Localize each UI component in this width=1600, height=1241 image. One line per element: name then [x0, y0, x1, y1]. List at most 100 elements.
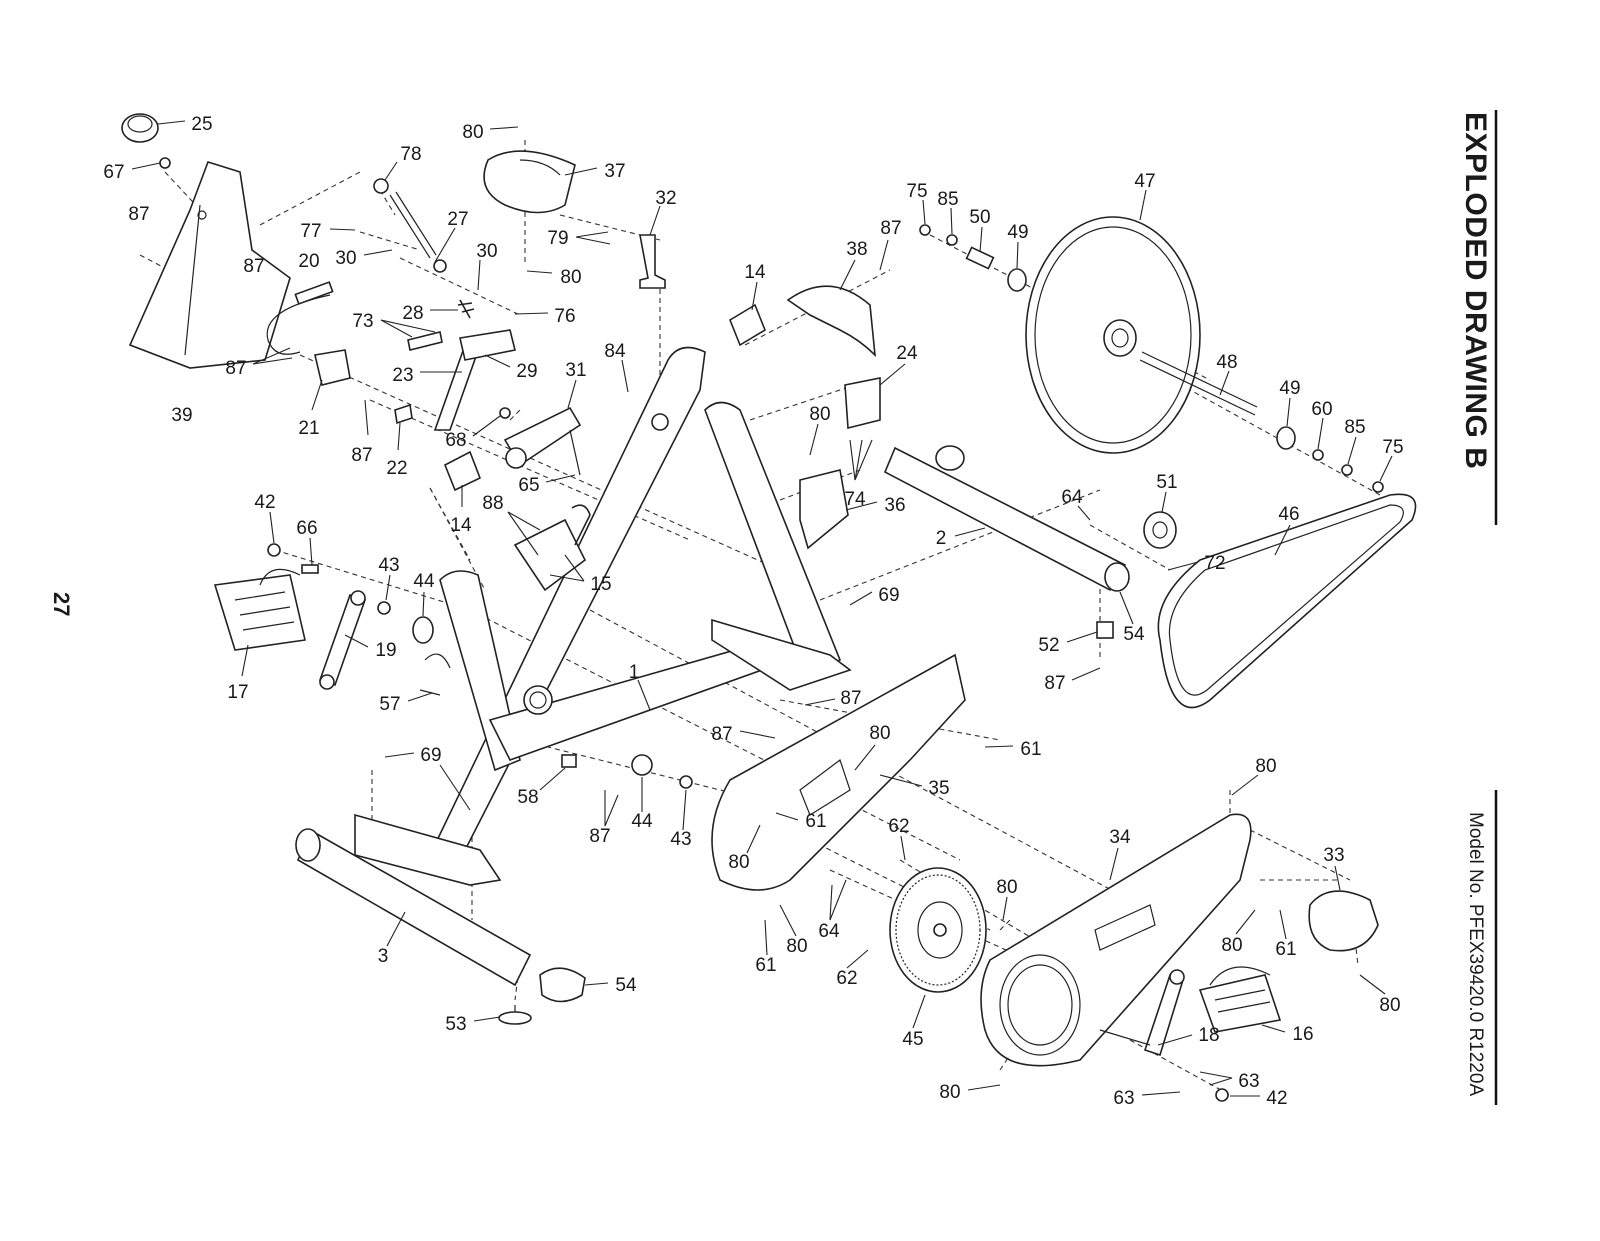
- callout-c87a: 87: [128, 204, 149, 225]
- callout-c63b: 63: [1113, 1088, 1134, 1109]
- callout-c64a: 64: [1061, 487, 1083, 508]
- callout-c54b: 54: [615, 975, 637, 996]
- page-number: 27: [49, 592, 74, 616]
- callout-c64b: 64: [818, 921, 840, 942]
- part-60-washer: [1312, 449, 1324, 461]
- callout-c30a: 30: [335, 248, 356, 269]
- part-16-right-pedal: [1198, 966, 1282, 1033]
- callout-c45: 45: [902, 1029, 923, 1050]
- callout-c72: 72: [1204, 553, 1225, 574]
- callout-c78: 78: [400, 144, 421, 165]
- callout-c87h: 87: [711, 724, 732, 745]
- callout-c48: 48: [1216, 352, 1237, 373]
- callout-c87e: 87: [880, 218, 901, 239]
- callout-c69a: 69: [878, 585, 899, 606]
- callout-c65: 65: [518, 475, 539, 496]
- part-29-brake-pad: [459, 329, 516, 361]
- part-36-cover: [799, 469, 849, 550]
- callout-c3: 3: [378, 946, 389, 967]
- part-44-right-bearing: [631, 754, 653, 776]
- callout-c62a: 62: [888, 816, 909, 837]
- callout-c31: 31: [565, 360, 586, 381]
- callout-c61c: 61: [755, 955, 776, 976]
- callout-c80h: 80: [786, 936, 807, 957]
- callout-c22: 22: [386, 458, 407, 479]
- leader-lines: [131, 120, 1393, 1097]
- callout-c43b: 43: [670, 829, 691, 850]
- drawing-title: EXPLODED DRAWING B: [1459, 112, 1492, 469]
- part-25-knob: [121, 113, 159, 143]
- callout-c77: 77: [300, 221, 321, 242]
- part-14-adjust-knob-lower: [443, 450, 482, 492]
- callout-c87d: 87: [351, 445, 372, 466]
- part-19-left-crank: [318, 593, 367, 687]
- part-43-right-ring: [679, 775, 693, 789]
- callout-c68: 68: [445, 430, 466, 451]
- callout-c42a: 42: [254, 492, 275, 513]
- callout-c28: 28: [402, 303, 423, 324]
- callout-c80f: 80: [1255, 756, 1276, 777]
- part-24-bracket: [844, 377, 881, 430]
- part-17-left-pedal: [213, 568, 306, 651]
- part-53-leveler: [498, 1005, 532, 1025]
- part-3-front-stabilizer: [295, 828, 532, 987]
- callout-c80j: 80: [1379, 995, 1400, 1016]
- part-42-right-cap: [1215, 1088, 1229, 1102]
- callout-c17: 17: [227, 682, 248, 703]
- callout-c36: 36: [884, 495, 905, 516]
- callout-c61b: 61: [805, 811, 826, 832]
- part-42-left-cap: [267, 543, 281, 557]
- callout-c87i: 87: [589, 826, 610, 847]
- callout-c85b: 85: [1344, 417, 1365, 438]
- callout-c85a: 85: [937, 189, 958, 210]
- callout-c61d: 61: [1275, 939, 1296, 960]
- part-85-washer: [946, 234, 958, 246]
- callout-c87b: 87: [243, 256, 264, 277]
- part-66-bolt: [301, 564, 319, 574]
- callout-c23: 23: [392, 365, 413, 386]
- callout-c2: 2: [936, 528, 947, 549]
- part-21-bracket: [314, 349, 351, 386]
- callout-c44a: 44: [413, 571, 435, 592]
- callout-c80b: 80: [560, 267, 581, 288]
- model-number: Model No. PFEX39420.0 R1220A: [1465, 812, 1486, 1096]
- callout-c14a: 14: [744, 262, 766, 283]
- part-50-spacer: [965, 246, 995, 270]
- callout-c80d: 80: [869, 723, 890, 744]
- callout-c79: 79: [547, 228, 568, 249]
- part-22-spring: [394, 403, 413, 425]
- part-43-left-ring: [377, 601, 391, 615]
- part-35-inner-guard: [711, 653, 966, 891]
- part-52-leveler: [1096, 621, 1114, 639]
- callout-c74: 74: [844, 489, 866, 510]
- callout-c58: 58: [517, 787, 538, 808]
- callout-c88: 88: [482, 493, 503, 514]
- part-49-bearing-right: [1276, 426, 1296, 450]
- callout-c61a: 61: [1020, 739, 1041, 760]
- callout-c24: 24: [896, 343, 918, 364]
- callout-c14b: 14: [450, 515, 472, 536]
- callout-c57: 57: [379, 694, 400, 715]
- callout-c80i: 80: [1221, 935, 1242, 956]
- callout-c37: 37: [604, 161, 625, 182]
- callout-c47: 47: [1134, 171, 1155, 192]
- callout-c49b: 49: [1279, 378, 1300, 399]
- callout-c43a: 43: [378, 555, 399, 576]
- part-73-bushings: [407, 331, 443, 351]
- callout-c32: 32: [655, 188, 676, 209]
- callout-c27: 27: [447, 209, 468, 230]
- part-75-nut-right: [1372, 481, 1384, 493]
- callout-c67: 67: [103, 162, 124, 183]
- part-2-rear-stabilizer: [883, 445, 1130, 592]
- callout-c51: 51: [1156, 472, 1177, 493]
- callout-c87g: 87: [840, 688, 861, 709]
- part-57-clip: [419, 653, 451, 696]
- callout-c38: 38: [846, 239, 867, 260]
- callout-c80e: 80: [728, 852, 749, 873]
- callout-c29: 29: [516, 361, 537, 382]
- callout-c20: 20: [298, 251, 319, 272]
- callout-c75a: 75: [906, 181, 927, 202]
- callout-c80c: 80: [809, 404, 830, 425]
